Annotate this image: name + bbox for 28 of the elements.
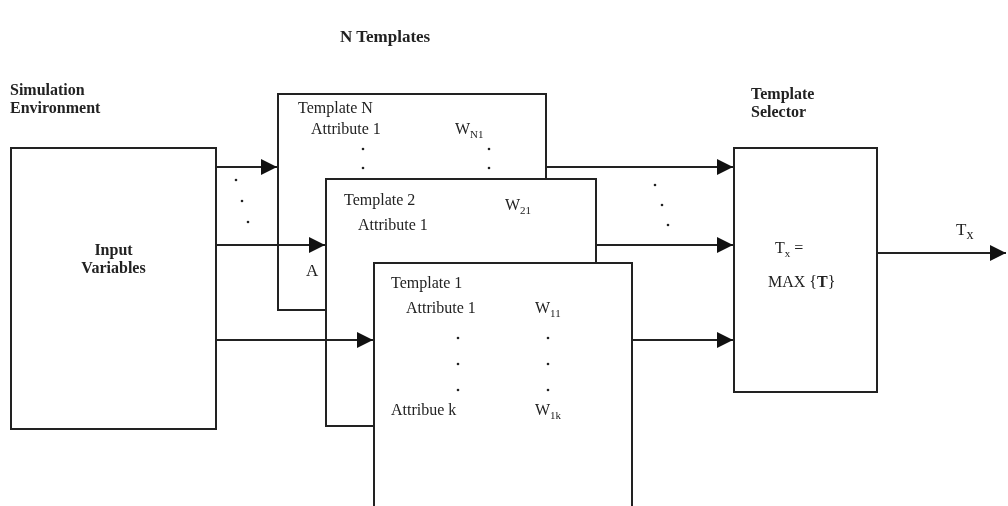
port-label: A xyxy=(306,262,319,281)
box-title: Template 2 xyxy=(344,191,416,209)
template-box xyxy=(325,178,597,262)
formula-text: MAX {T} xyxy=(768,273,836,291)
arrow xyxy=(216,237,326,253)
arrow xyxy=(877,245,1007,261)
box-text: Input Variables xyxy=(80,241,147,277)
arrow xyxy=(632,332,734,348)
box-heading: Template Selector xyxy=(751,85,816,121)
attribute-text: Attribute 1 xyxy=(358,216,428,234)
attribute-text: Attribute 1 xyxy=(406,299,476,317)
template-box xyxy=(373,262,633,506)
weight-text: W$_{N1}$ xyxy=(455,120,484,141)
arrow xyxy=(546,159,734,175)
group-heading: N Templates xyxy=(340,28,431,47)
box-title: Template N xyxy=(298,99,373,117)
weight-text: W$_{1k}$ xyxy=(535,401,562,422)
weight-text: W$_{21}$ xyxy=(505,196,532,217)
attribute-text: Attribue k xyxy=(391,401,457,419)
weight-text: W$_{11}$ xyxy=(535,299,561,320)
box-title: Template 1 xyxy=(391,274,463,292)
template-box xyxy=(277,93,547,178)
attribute-text: Attribute 1 xyxy=(311,120,381,138)
formula-text: T$_{x}$ = xyxy=(775,239,804,260)
arrow xyxy=(596,237,734,253)
box-heading: Simulation Environment xyxy=(10,81,102,117)
arrow xyxy=(216,332,374,348)
arrow xyxy=(216,159,278,175)
